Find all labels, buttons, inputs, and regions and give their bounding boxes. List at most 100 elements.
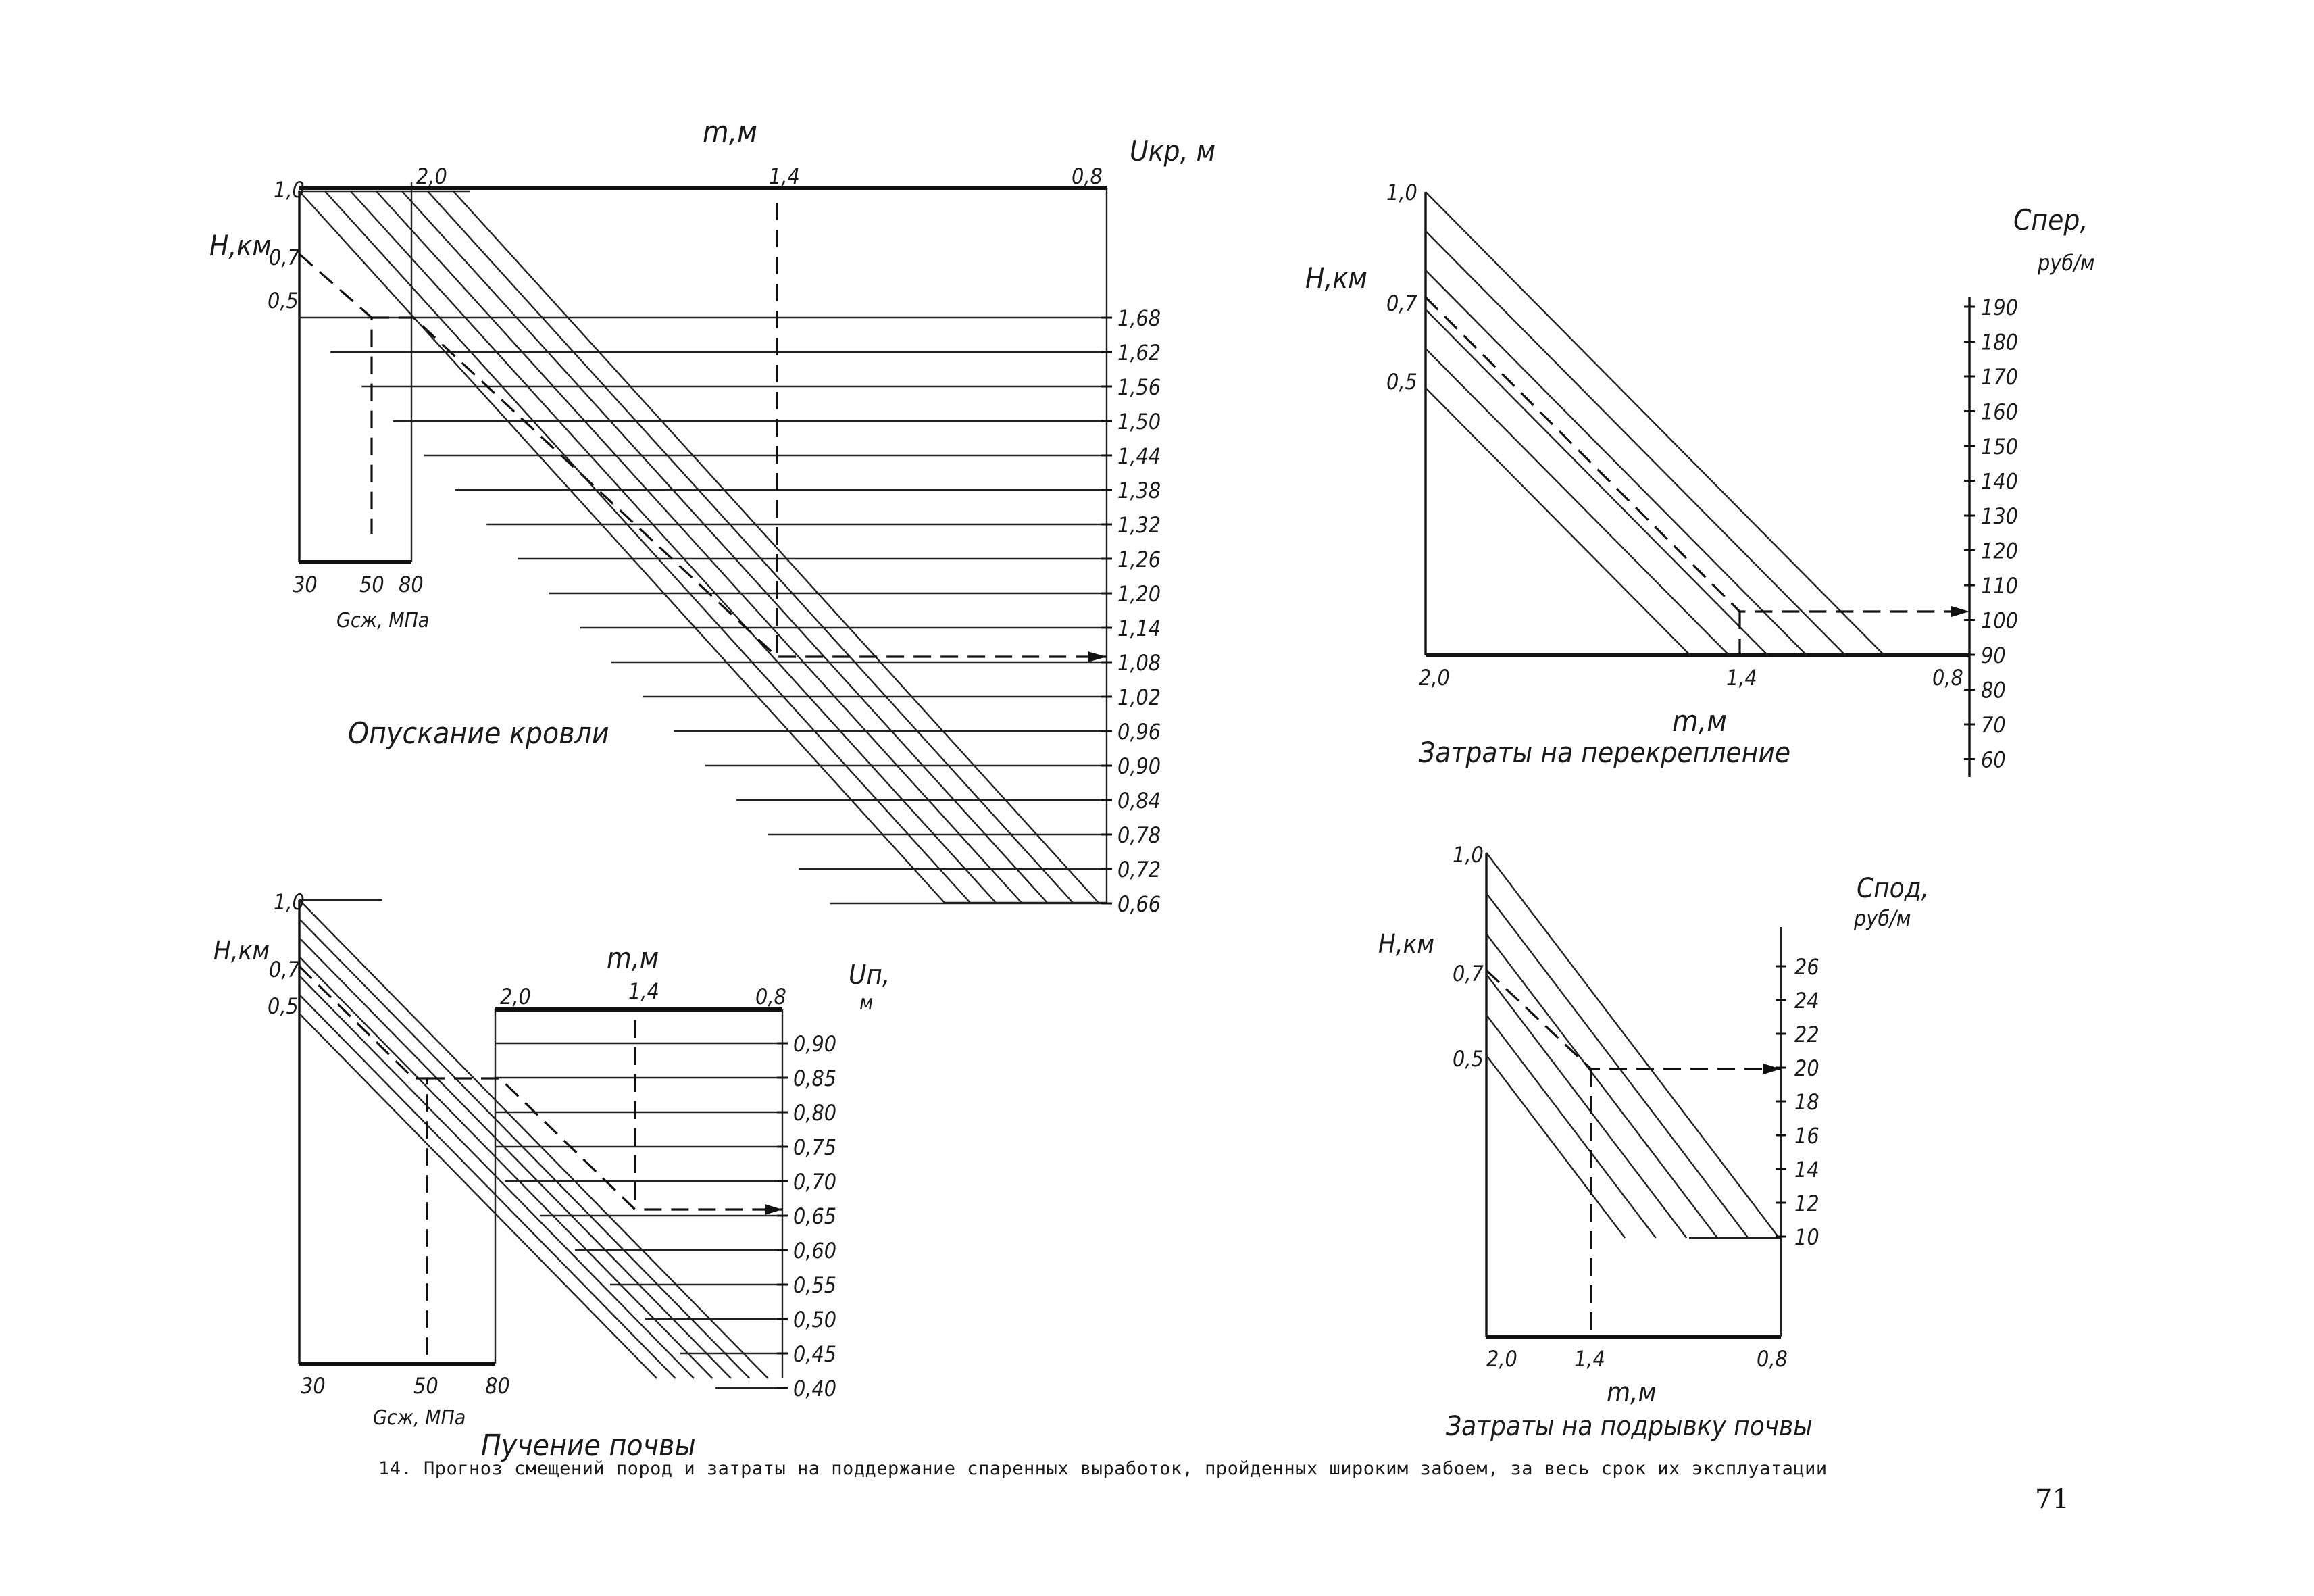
figure-caption: 14. Прогноз смещений пород и затраты на … [378,1458,1828,1479]
p3-result-tick-label: 0,90 [793,1031,836,1057]
p4-thickness-tick-14: 1,4 [1574,1346,1605,1372]
p1-result-tick-label: 1,38 [1117,478,1161,503]
p3-thickness-tick-20: 2,0 [500,984,531,1009]
p4-result-unit: руб/м [1853,905,1911,931]
p2-result-tick-label: 80 [1981,678,2006,703]
p4-depth-line [1486,852,1780,1239]
p1-title: Опускание кровли [348,716,609,751]
p1-depth-line [299,191,945,903]
p4-depth-tick-07: 0,7 [1453,961,1484,987]
p1-depth-line [401,191,1048,903]
p1-arrow-icon [1088,651,1107,662]
p1-strength-tick-30: 30 [293,572,318,597]
p1-result-tick-label: 1,14 [1117,616,1161,641]
p2-depth-label: Н,км [1305,261,1367,295]
roof-sag-nomogram: 1,681,621,561,501,441,381,321,261,201,14… [209,115,1215,917]
p1-result-tick-label: 0,72 [1117,857,1161,882]
p3-thickness-tick-14: 1,4 [628,978,659,1004]
p1-depth-tick-07: 0,7 [269,245,300,270]
p3-result-tick-label: 0,40 [793,1376,836,1401]
p3-title: Пучение почвы [481,1428,696,1463]
p3-depth-line [299,937,732,1379]
p1-result-tick-label: 1,68 [1117,305,1161,331]
p4-depth-line [1486,1055,1626,1239]
p1-result-tick-label: 1,08 [1117,650,1161,676]
p1-result-tick-label: 1,44 [1117,443,1161,469]
p1-depth-lines [299,190,1107,904]
p1-result-tick-label: 1,32 [1117,512,1161,538]
p4-arrow-icon [1763,1064,1781,1074]
p1-result-tick-label: 1,62 [1117,340,1161,366]
p3-example-path-result [427,1077,782,1211]
p4-thickness-label: m,м [1607,1377,1657,1408]
p4-result-tick-label: 20 [1794,1055,1819,1081]
p4-depth-line [1486,1014,1657,1239]
p4-depth-tick-10: 1,0 [1453,842,1484,868]
p3-result-label: Uп, [849,959,890,991]
p1-result-tick-label: 1,56 [1117,374,1161,400]
p3-result-tick-label: 0,50 [793,1307,836,1332]
p1-depth-tick-05: 0,5 [268,288,299,314]
p1-thickness-tick-14: 1,4 [769,164,800,189]
p3-strength-tick-50: 50 [413,1373,438,1399]
p1-depth-line [376,191,1022,903]
p4-result-tick-label: 12 [1794,1191,1819,1216]
p2-depth-line [1425,191,1885,656]
p1-strength-label: Gсж, МПа [336,609,429,632]
p4-result-tick-label: 22 [1794,1022,1819,1047]
p3-result-tick-label: 0,45 [793,1341,836,1367]
p3-arrow-icon [765,1204,782,1215]
p2-result-tick-label: 170 [1981,364,2018,390]
p2-result-tick-label: 190 [1981,295,2018,320]
p3-depth-tick-05: 0,5 [268,993,299,1019]
p2-result-tick-label: 70 [1981,712,2006,738]
p3-strength-tick-80: 80 [485,1373,510,1399]
p1-result-label: Uкр, м [1130,134,1215,168]
p2-result-tick-label: 60 [1981,747,2006,773]
p1-depth-line [453,191,1099,903]
p4-depth-line [1486,933,1718,1239]
p4-depth-lines [1486,852,1781,1239]
p2-result-tick-label: 100 [1981,608,2018,634]
p3-result-lines [495,1042,782,1389]
p4-title: Затраты на подрывку почвы [1446,1411,1813,1442]
p2-depth-tick-05: 0,5 [1386,369,1417,395]
p3-depth-tick-07: 0,7 [269,957,300,982]
p1-result-tick-label: 1,26 [1117,547,1161,572]
p3-result-tick-label: 0,75 [793,1134,836,1160]
p1-result-ticks: 1,681,621,561,501,441,381,321,261,201,14… [1101,305,1161,917]
p3-result-unit: м [859,991,873,1015]
p2-depth-line [1425,309,1769,656]
p3-depth-line [299,975,695,1379]
p3-depth-line [299,956,713,1379]
p3-result-tick-label: 0,60 [793,1238,836,1264]
p3-example-path-strength [298,965,428,1360]
p3-depth-line [299,994,676,1379]
p4-result-tick-label: 26 [1794,954,1819,980]
p3-depth-tick-10: 1,0 [274,889,305,915]
floor-heave-nomogram: 0,900,850,800,750,700,650,600,550,500,45… [213,889,890,1463]
p1-result-tick-label: 0,84 [1117,788,1161,814]
p1-depth-line [324,191,971,903]
p2-thickness-label: m,м [1672,704,1727,739]
p2-depth-line [1425,230,1846,656]
p2-result-tick-label: 90 [1981,643,2006,668]
p2-result-tick-label: 150 [1981,434,2018,459]
p2-thickness-tick-08: 0,8 [1932,665,1963,691]
p4-depth-tick-05: 0,5 [1453,1046,1484,1072]
p2-result-tick-label: 130 [1981,503,2018,529]
p1-thickness-label: m,м [703,115,757,149]
p1-depth-line [350,191,997,903]
p2-depth-lines [1425,191,1885,656]
p1-thickness-tick-08: 0,8 [1072,164,1103,189]
p3-depth-line [299,1013,658,1379]
p3-depth-label: Н,км [213,936,270,966]
p2-depth-tick-07: 0,7 [1386,291,1417,316]
p3-thickness-label: m,м [607,941,659,974]
p3-depth-line [299,918,751,1379]
p1-result-tick-label: 0,96 [1117,719,1161,745]
p4-thickness-tick-08: 0,8 [1757,1346,1788,1372]
p2-result-unit: руб/м [2037,250,2094,276]
